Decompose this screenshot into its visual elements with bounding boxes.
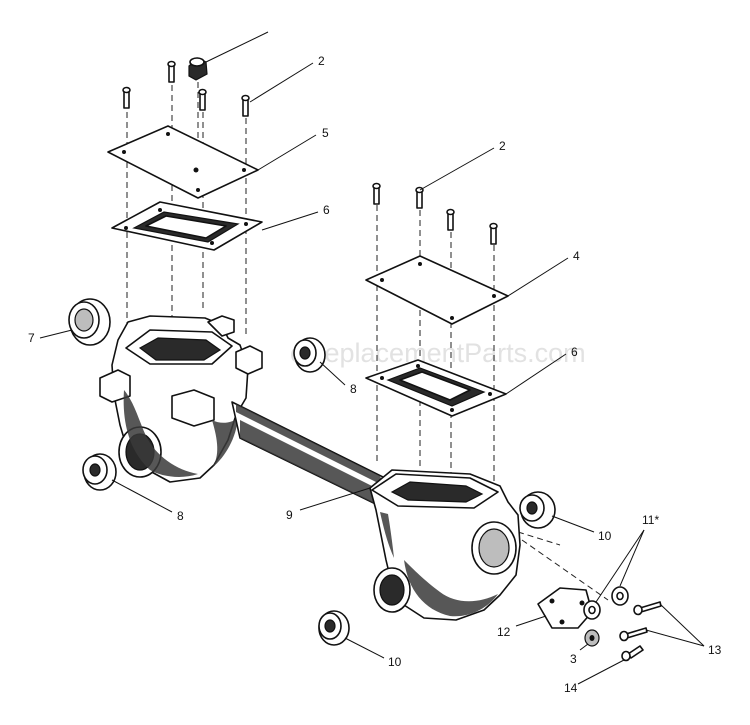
nut-3 [584,629,600,647]
callout-10-lower: 10 [388,655,402,669]
callout-2-right: 2 [499,139,506,153]
left-housing [99,315,263,483]
gasket-6-left [111,201,263,251]
bearing-8-upper [293,337,326,373]
callout-11: 11* [642,513,659,527]
cover-5 [107,125,259,199]
callout-10-right: 10 [598,529,612,543]
callout-3: 3 [570,652,577,666]
leader-lines [39,31,705,685]
right-housing [369,469,521,621]
washer-11-upper [611,586,629,606]
callout-14: 14 [564,681,578,695]
callout-6-right: 6 [571,345,578,359]
bearing-10-lower [318,610,350,646]
seal-7 [68,298,111,346]
callout-13: 13 [708,643,722,657]
callout-8-lower: 8 [177,509,184,523]
callout-5: 5 [322,126,329,140]
bolt-14 [621,645,644,662]
screws-2-right [372,182,498,245]
gasket-6-right [365,359,507,417]
bearing-8-lower [82,453,117,491]
bolts-13 [619,601,662,642]
breather-cap [188,57,208,81]
watermark-text: eReplacementParts.com [290,338,586,368]
callout-2-left: 2 [318,54,325,68]
axle-tube [231,401,393,513]
callout-6-left: 6 [323,203,330,217]
screws-2-left [122,60,250,117]
callout-9: 9 [286,508,293,522]
cover-4 [365,255,509,325]
callout-7: 7 [28,331,35,345]
callout-labels: 2 5 6 2 4 6 7 8 8 9 10 10 11* 12 3 13 14 [28,54,722,695]
callout-4: 4 [573,249,580,263]
bearing-10-right [519,491,556,529]
callout-8-upper: 8 [350,382,357,396]
washer-11-lower [583,600,601,620]
callout-12: 12 [497,625,511,639]
